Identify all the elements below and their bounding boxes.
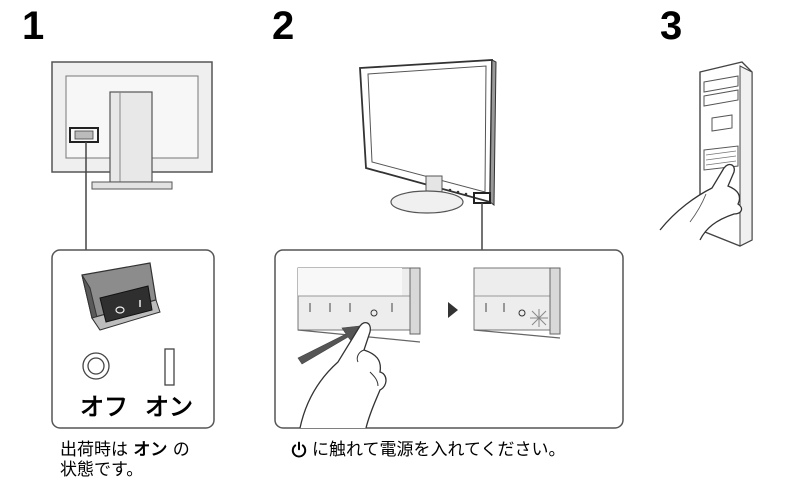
step1-caption: 出荷時は オン の 状態です。 <box>60 440 190 480</box>
step-number-3: 3 <box>660 4 683 48</box>
monitor-front-illustration <box>359 59 497 250</box>
step-number-1: 1 <box>22 4 45 48</box>
on-symbol-icon <box>164 348 175 386</box>
step1-caption-bold: オン <box>133 440 168 460</box>
power-icon <box>291 441 307 458</box>
pc-tower-illustration <box>659 61 753 247</box>
step1-caption-line1: 出荷時は オン の <box>60 440 190 460</box>
step1-caption-suffix: の <box>167 440 190 460</box>
step1-caption-line2: 状態です。 <box>60 460 144 480</box>
power-button-callout <box>274 249 624 429</box>
step2-caption-text: に触れて電源を入れてください。 <box>312 440 566 460</box>
power-switch-callout <box>51 249 215 429</box>
step2-caption: に触れて電源を入れてください。 <box>290 440 565 460</box>
monitor-rear-illustration <box>51 61 213 250</box>
step1-caption-prefix: 出荷時は <box>60 440 134 460</box>
switch-label-off: オフ <box>80 393 128 421</box>
step-number-2: 2 <box>272 4 295 48</box>
switch-label-on: オン <box>145 393 193 421</box>
